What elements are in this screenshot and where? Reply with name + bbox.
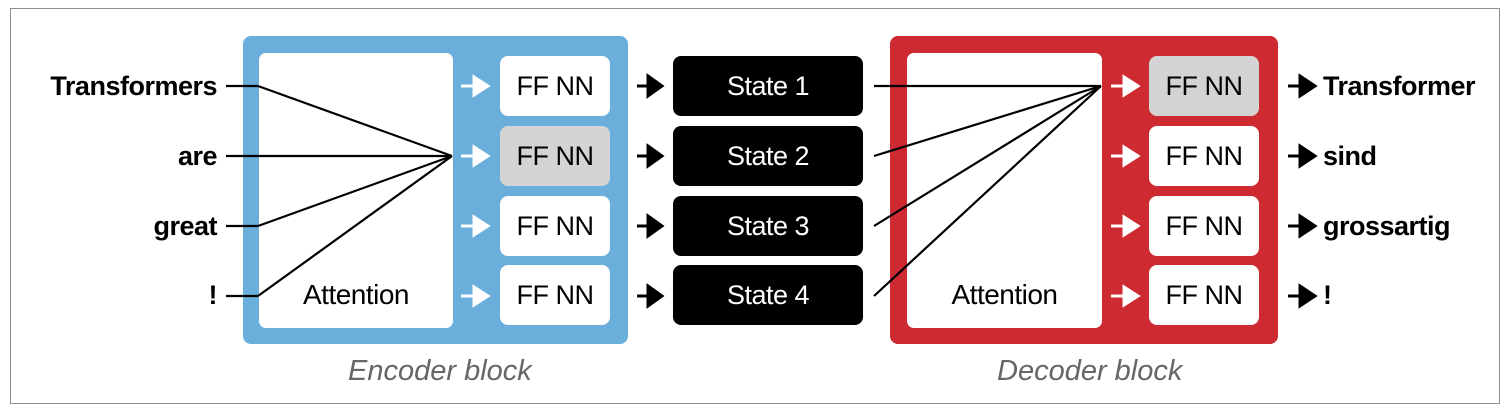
state-arrow-icon-1 xyxy=(646,73,665,99)
state-1: State 1 xyxy=(673,56,863,116)
encoder-ffnn-4: FF NN xyxy=(500,265,610,325)
output-token-1: Transformer xyxy=(1323,71,1476,101)
output-arrow-icon-2 xyxy=(1298,143,1318,169)
encoder-attention-line-4 xyxy=(257,155,453,297)
state-arrow-icon-3 xyxy=(646,213,665,239)
decoder-attention-label: Attention xyxy=(951,279,1058,310)
state-2: State 2 xyxy=(673,126,863,186)
state-arrow-icon-2 xyxy=(646,143,665,169)
output-arrow-icon-4 xyxy=(1298,283,1318,309)
state-3: State 3 xyxy=(673,196,863,256)
encoder-attention-label: Attention xyxy=(302,279,410,310)
output-arrow-icon-3 xyxy=(1298,213,1318,239)
input-token-3: great xyxy=(153,211,217,241)
decoder-attention-box: Attention xyxy=(907,53,1102,328)
input-token-2: are xyxy=(177,141,218,171)
decoder-attention-line-3 xyxy=(873,85,1102,227)
input-token-4: ! xyxy=(208,280,218,310)
output-token-3: grossartig xyxy=(1323,211,1451,241)
encoder-arrow-icon-1 xyxy=(472,74,491,98)
encoder-ffnn-1: FF NN xyxy=(500,56,610,116)
output-token-2: sind xyxy=(1323,141,1377,171)
encoder-attention-line-3 xyxy=(257,154,453,228)
decoder-ffnn-4: FF NN xyxy=(1149,265,1259,325)
encoder-ffnn-2: FF NN xyxy=(500,126,610,186)
decoder-arrow-icon-4 xyxy=(1122,284,1141,308)
state-arrow-icon-4 xyxy=(646,283,665,309)
figure-frame xyxy=(10,8,1500,404)
decoder-attention-line-2 xyxy=(873,84,1102,158)
encoder-caption: Encoder block xyxy=(348,355,532,387)
decoder-attention-line-4 xyxy=(873,85,1102,297)
encoder-arrow-icon-4 xyxy=(472,284,491,308)
decoder-arrow-icon-2 xyxy=(1122,144,1141,168)
input-token-1: Transformers xyxy=(50,71,217,101)
decoder-ffnn-2: FF NN xyxy=(1149,126,1259,186)
output-token-4: ! xyxy=(1323,280,1332,310)
state-4: State 4 xyxy=(673,265,863,325)
encoder-ffnn-3: FF NN xyxy=(500,196,610,256)
decoder-ffnn-1: FF NN xyxy=(1149,56,1259,116)
decoder-ffnn-3: FF NN xyxy=(1149,196,1259,256)
encoder-arrow-icon-2 xyxy=(472,144,491,168)
encoder-attention-line-1 xyxy=(257,84,453,158)
encoder-arrow-icon-3 xyxy=(472,214,491,238)
output-arrow-icon-1 xyxy=(1298,73,1318,99)
decoder-arrow-icon-1 xyxy=(1122,74,1141,98)
decoder-caption: Decoder block xyxy=(997,355,1183,387)
decoder-arrow-icon-3 xyxy=(1122,214,1141,238)
